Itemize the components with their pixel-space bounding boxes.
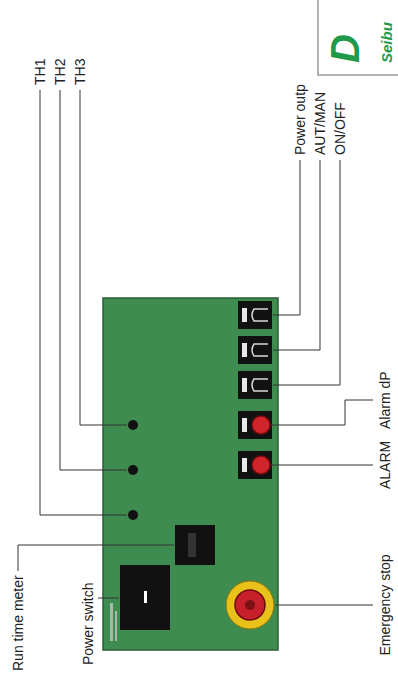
callout-label: TH1 — [32, 59, 48, 85]
leader-line — [60, 90, 127, 470]
callout-label: Alarm dP — [377, 371, 393, 429]
plate-legend — [242, 418, 247, 432]
switch-mark — [144, 591, 147, 603]
control-panel — [103, 298, 278, 650]
emergency-stop-center — [245, 600, 255, 610]
emergency-stop-button — [235, 590, 265, 620]
run-time-meter — [175, 525, 215, 565]
leader-line — [273, 160, 300, 315]
leader-line — [98, 598, 119, 599]
emergency-stop — [226, 581, 274, 629]
leader-line — [18, 545, 174, 571]
thermal-indicator — [128, 420, 138, 430]
plate-legend — [242, 378, 247, 392]
leader-line — [273, 160, 340, 385]
callout-label: ON/OFF — [332, 102, 348, 155]
callout-label: AUT/MAN — [312, 92, 328, 155]
rocker-switch — [252, 379, 268, 391]
callout-label: ALARM — [377, 441, 393, 489]
alarm-lamp — [252, 416, 270, 434]
callout-label: Emergency stop — [377, 554, 393, 655]
callout-label: Seibu — [378, 22, 395, 63]
callout-label: TH3 — [72, 59, 88, 85]
panel-maker-mark — [110, 603, 113, 641]
switch-plate — [238, 301, 272, 329]
logo-frame — [318, 0, 398, 75]
alarm-lamp — [252, 456, 270, 474]
leader-line — [271, 400, 373, 425]
leader-line — [40, 90, 127, 515]
power-switch — [120, 565, 170, 630]
switch-plate — [238, 451, 272, 479]
rocker-switch — [252, 344, 268, 356]
thermal-indicator — [128, 465, 138, 475]
leader-line — [80, 90, 127, 425]
thermal-indicator — [128, 510, 138, 520]
plate-legend — [242, 308, 247, 322]
callout-label: Power outp — [292, 84, 308, 155]
meter-window — [188, 533, 196, 557]
leader-line — [275, 605, 373, 606]
callout-label: Power switch — [80, 583, 96, 665]
panel-maker-mark — [115, 611, 117, 641]
switch-plate — [238, 411, 272, 439]
leader-line — [273, 160, 320, 350]
callout-label: TH2 — [52, 59, 68, 85]
switch-plate — [238, 336, 272, 364]
switch-plate — [238, 371, 272, 399]
plate-legend — [242, 458, 247, 472]
rocker-switch — [252, 309, 268, 321]
callout-label: Run time meter — [10, 575, 26, 671]
leader-line — [271, 465, 373, 466]
plate-legend — [242, 343, 247, 357]
callout-label: D — [323, 34, 367, 63]
